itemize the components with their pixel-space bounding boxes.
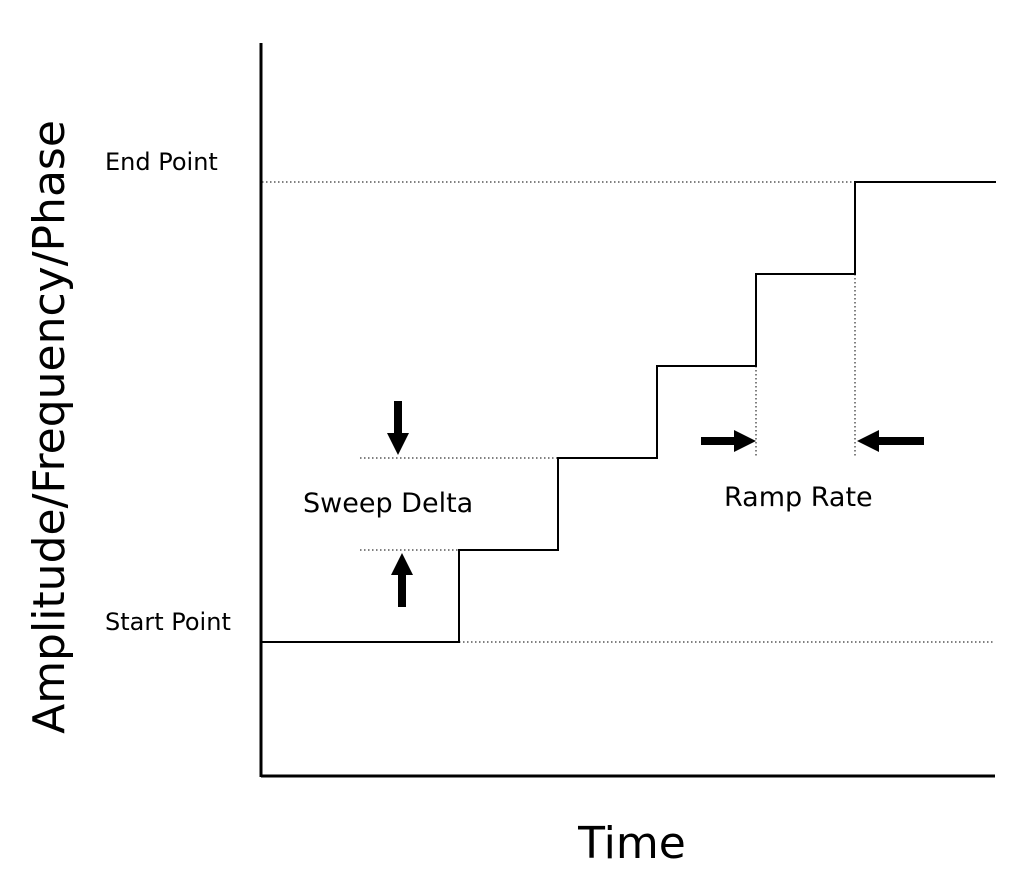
y-axis-label: Amplitude/Frequency/Phase xyxy=(24,120,75,734)
sweep-staircase-line xyxy=(262,181,996,643)
end-point-label: End Point xyxy=(105,148,218,176)
start-point-label: Start Point xyxy=(105,608,231,636)
x-axis-label: Time xyxy=(577,818,686,869)
sweep-delta-label: Sweep Delta xyxy=(303,488,473,519)
ramp-rate-label: Ramp Rate xyxy=(724,482,873,513)
